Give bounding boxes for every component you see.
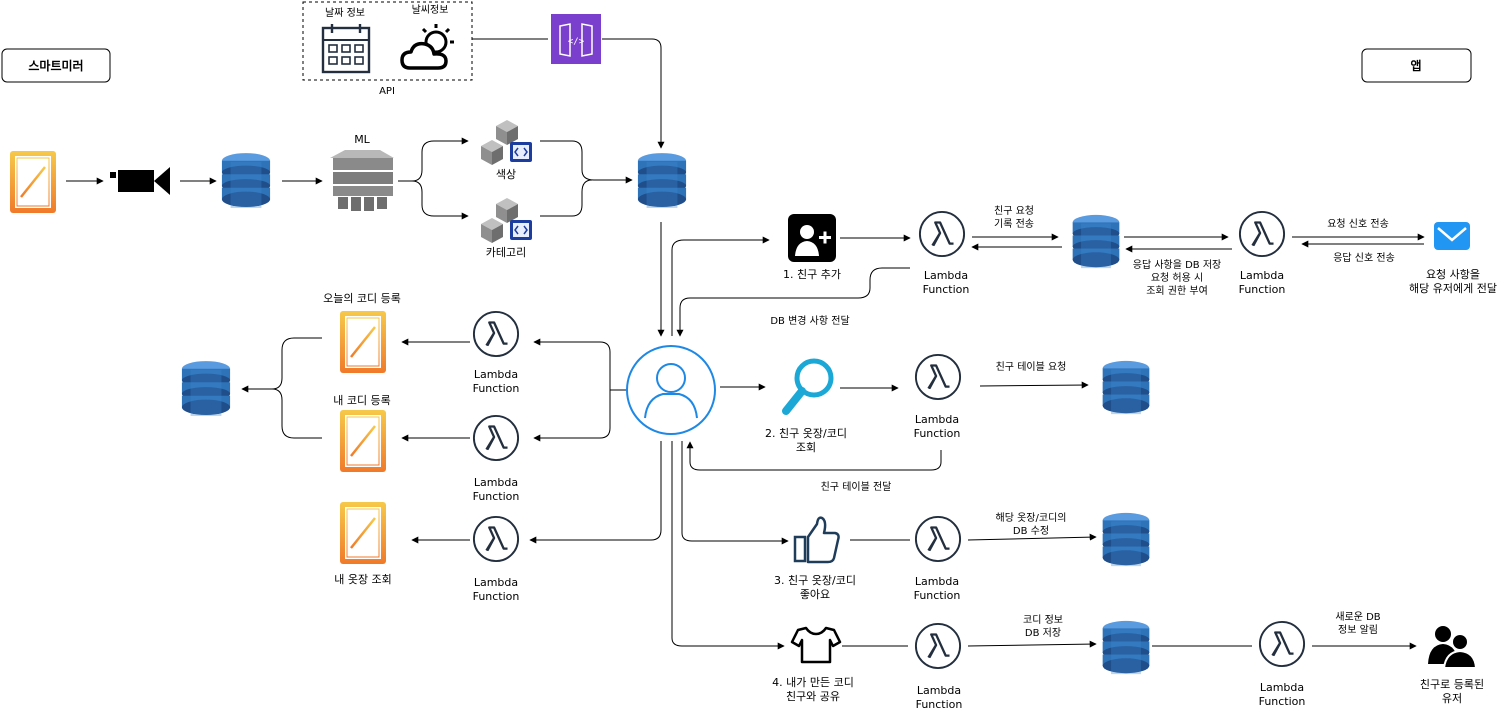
calendar-icon	[321, 24, 371, 74]
weather-icon	[400, 24, 454, 70]
my-closet-mirror-icon	[338, 500, 388, 566]
lambda-search-icon	[914, 353, 962, 401]
like-db-icon	[1102, 512, 1150, 567]
color-label: 색상	[496, 168, 516, 181]
notify-label: 요청 사항을	[1426, 268, 1480, 281]
thumbs-up-icon	[793, 516, 840, 564]
lambda-label: Function	[473, 490, 520, 503]
users-icon	[1428, 626, 1478, 669]
category-label: 카테고리	[486, 246, 526, 259]
ml-label: ML	[354, 133, 370, 146]
lambda-notify-icon	[1238, 210, 1286, 258]
lambda-closet-icon	[472, 515, 520, 563]
today-outfit-mirror-icon	[338, 309, 388, 375]
lambda-label: Lambda	[1240, 269, 1284, 282]
api-label: API	[379, 86, 395, 97]
search-label: 조회	[796, 441, 816, 454]
like-edit-label: DB 수정	[1013, 525, 1049, 537]
registered-user-label: 친구로 등록된	[1420, 678, 1484, 691]
lambda-share-notify-icon	[1258, 620, 1306, 668]
share-db-icon	[1102, 620, 1150, 675]
share-label: 친구와 공유	[786, 690, 840, 703]
lambda-label: Function	[914, 427, 961, 440]
app-button[interactable]: 앱	[1361, 48, 1472, 83]
lambda-label: Function	[923, 283, 970, 296]
record-label: 친구 요청	[994, 205, 1034, 217]
share-notify-label: 정보 알림	[1338, 624, 1378, 636]
smart-mirror-icon	[8, 149, 58, 215]
lambda-label: Function	[914, 589, 961, 602]
user-icon	[626, 345, 716, 435]
lambda-label: Function	[473, 382, 520, 395]
ml-stack-icon	[330, 150, 394, 211]
record-label: 기록 전송	[994, 218, 1034, 230]
connectors	[66, 38, 1425, 650]
svg-text:</>: </>	[568, 37, 585, 47]
lambda-like-icon	[914, 515, 962, 563]
lambda-label: Function	[473, 590, 520, 603]
lambda-label: Function	[1259, 695, 1306, 708]
my-outfit-label: 내 코디 등록	[333, 394, 391, 407]
like-label: 좋아요	[800, 588, 830, 601]
table-deliver-label: 친구 테이블 전달	[821, 481, 892, 493]
share-label: 4. 내가 만든 코디	[772, 676, 854, 689]
signal-send-label: 요청 신호 전송	[1327, 218, 1389, 230]
lambda-label: Lambda	[474, 476, 518, 489]
camera-db-icon	[221, 153, 271, 208]
search-label: 2. 친구 옷장/코디	[765, 427, 847, 440]
lambda-label: Function	[1239, 283, 1286, 296]
app-label: 앱	[1410, 59, 1421, 73]
smart-mirror-label: 스마트미러	[28, 58, 83, 73]
my-closet-label: 내 옷장 조회	[334, 573, 392, 586]
share-save-label: 코디 정보	[1023, 614, 1063, 626]
like-edit-label: 해당 옷장/코디의	[996, 511, 1067, 524]
color-model-icon	[480, 119, 533, 166]
response-label: 응답 사항을 DB 저장	[1133, 259, 1222, 271]
my-outfit-mirror-icon	[338, 408, 388, 474]
smart-mirror-button[interactable]: 스마트미러	[1, 48, 111, 83]
registered-user-label: 유저	[1442, 692, 1462, 705]
lambda-label: Function	[916, 698, 963, 711]
date-info-label: 날짜 정보	[325, 7, 365, 19]
db-change-label: DB 변경 사항 전달	[770, 314, 849, 327]
lambda-share-icon	[914, 622, 962, 670]
ml-label-group: ML	[354, 133, 370, 146]
add-friend-icon	[788, 214, 836, 262]
lambda-label: Lambda	[915, 575, 959, 588]
lambda-label: Lambda	[917, 684, 961, 697]
category-model-icon	[480, 197, 533, 244]
lambda-today-outfit-icon	[472, 310, 520, 358]
mirror-db-icon	[181, 361, 231, 416]
search-icon	[782, 358, 834, 415]
signal-response-label: 응답 신호 전송	[1333, 252, 1395, 264]
lambda-friend-add-icon	[918, 210, 966, 258]
central-db-icon	[637, 153, 687, 208]
today-outfit-label: 오늘의 코디 등록	[323, 292, 401, 305]
lambda-my-outfit-icon	[472, 414, 520, 462]
like-label: 3. 친구 옷장/코디	[774, 574, 856, 587]
api-gateway-icon: </>	[551, 14, 601, 64]
friend-table-db-icon	[1102, 360, 1150, 415]
lambda-label: Lambda	[474, 368, 518, 381]
share-save-label: DB 저장	[1025, 627, 1061, 639]
lambda-label: Lambda	[924, 269, 968, 282]
weather-info-label: 날씨정보	[412, 4, 449, 16]
add-friend-label: 1. 친구 추가	[783, 268, 841, 281]
response-label: 요청 허용 시	[1151, 272, 1203, 284]
share-notify-label: 새로운 DB	[1335, 611, 1380, 623]
response-label: 조회 권한 부여	[1146, 285, 1208, 297]
notify-label: 해당 유저에게 전달	[1409, 281, 1497, 295]
tshirt-icon	[790, 626, 842, 664]
lambda-label: Lambda	[474, 576, 518, 589]
lambda-label: Lambda	[1260, 681, 1304, 694]
video-camera-icon	[110, 167, 170, 195]
mail-icon	[1434, 222, 1470, 250]
friend-request-db-icon	[1072, 214, 1120, 269]
lambda-label: Lambda	[915, 413, 959, 426]
table-request-label: 친구 테이블 요청	[996, 361, 1067, 373]
api-group: 날짜 정보 날씨정보 API	[302, 1, 473, 97]
